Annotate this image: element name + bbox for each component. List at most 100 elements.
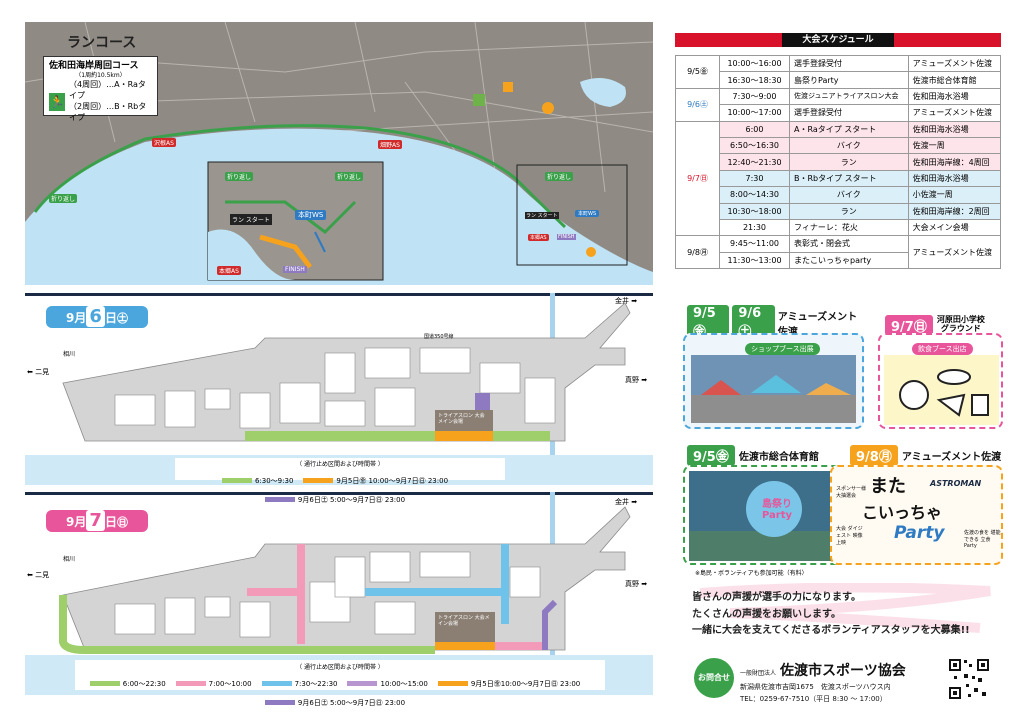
time-cell: 6:50～16:30: [719, 136, 790, 155]
legend-item: 9月5日㊎ 10:00～9月7日㊐ 23:00: [303, 476, 448, 486]
legend-items-day6: 6:30～9:30 9月5日㊎ 10:00～9月7日㊐ 23:00 9月6日㊏ 5:…: [185, 468, 495, 506]
place-cell: 佐和田海水浴場: [907, 87, 1002, 106]
contact-badge: お問合せ: [694, 658, 734, 698]
event4-place: アミューズメント佐渡: [901, 451, 1002, 463]
legend-swatch: [437, 681, 468, 686]
legend-label: 7:30～22:30: [294, 679, 338, 688]
qr-code-icon[interactable]: [948, 658, 990, 700]
run-map-title: ランコース: [67, 35, 137, 51]
runner-icon: 🏃: [49, 92, 66, 111]
legend-swatch: [89, 681, 120, 686]
course-a: （4周回）…A・Raタイプ: [69, 80, 146, 101]
time-cell: 21:30: [719, 218, 790, 237]
venue-label-day7: トライアスロン 大会メイン会場: [438, 615, 490, 627]
event-cell: A・Raタイプ スタート: [789, 120, 909, 138]
divider: [25, 293, 653, 296]
aikawa-label-day6: 相川: [63, 351, 76, 358]
event2-header: 9/7㊐ 河原田小学校 グラウンド: [885, 314, 1005, 336]
legend-items-day7: 6:00～22:30 7:00～10:00 7:30～22:30 10:00～15:0…: [80, 671, 600, 709]
event2-place-a: 河原田小学校: [936, 315, 985, 325]
event4-sub2: 大会 ダイジェスト 映像上映: [836, 526, 863, 546]
org-prefix: 一般財団法人: [740, 670, 777, 677]
place-cell: アミューズメント佐渡: [907, 54, 1002, 73]
event-cell: フィナーレ：花火: [789, 218, 909, 237]
event4-title-3: Party: [894, 523, 945, 543]
mano-label-day7: 真野 ➡: [625, 580, 648, 588]
date-cell: 9/6㊏: [675, 87, 720, 122]
run-start-label: ラン スタート: [230, 214, 272, 225]
legend-swatch: [221, 478, 252, 483]
date-cell: 9/5㊎: [675, 55, 720, 89]
kanai-label-day7: 金井 ➡: [615, 498, 638, 506]
event3-logo: 島祭り Party: [761, 499, 793, 521]
event-cell: ラン: [789, 202, 909, 220]
food-illustration: [884, 355, 999, 425]
legend-item: 9月6日㊏ 5:00～9月7日㊐ 23:00: [264, 495, 406, 505]
legend-item: 9月6日㊏ 5:00～9月7日㊐ 23:00: [264, 698, 406, 708]
futami-label-day6: ⬅ 二見: [27, 368, 50, 376]
divider: [25, 492, 653, 495]
message-line-1: 皆さんの声援が選手の力になります。: [692, 592, 861, 603]
venue-label-day6: トライアスロン 大会メイン会場: [438, 413, 485, 425]
legend-title-day7: （ 通行止め区間および時間帯 ）: [296, 664, 384, 671]
honcho-ws-label-small: 本町WS: [575, 210, 600, 217]
legend-item: 7:00～10:00: [175, 679, 252, 689]
message-line-2: たくさんの声援をお願いします。: [692, 608, 841, 620]
time-cell: 16:30～18:30: [719, 71, 790, 89]
sawane-as-label: 沢根AS: [152, 138, 176, 147]
hatano-as-label: 畑野AS: [378, 140, 402, 149]
legend-label: 6:00～22:30: [122, 679, 166, 688]
contact-info: 一般財団法人 佐渡市スポーツ協会 新潟県佐渡市吉岡1675 佐渡スポーツハウス内…: [740, 660, 940, 704]
event-cell: 選手登録受付: [789, 104, 909, 122]
legend-swatch: [261, 681, 292, 686]
event2-box: 飲食ブース出店: [878, 333, 1003, 429]
legend-item: 7:30～22:30: [261, 679, 338, 689]
course-title: 佐和田海岸周回コース: [49, 61, 139, 71]
road-map-day7-drawing: [25, 492, 653, 695]
event2-place-b: グラウンド: [940, 324, 981, 333]
event4-header: 9/8㊊ アミューズメント佐渡: [850, 444, 1010, 466]
finish-label-small: FINISH: [557, 234, 576, 240]
event4-tag: 9/8㊊: [850, 444, 898, 466]
place-cell: 小佐渡一周: [907, 186, 1002, 204]
place-cell: 佐和田海水浴場: [907, 169, 1002, 188]
event4-box: また こいっちゃ Party ASTROMAN スポンサー様 大抽選会 大会 ダ…: [830, 465, 1003, 565]
legend-label: 10:00～15:00: [380, 679, 428, 688]
date-cell: 9/7㊐: [675, 120, 720, 237]
event1-place: アミューズメント佐渡: [777, 312, 858, 338]
time-cell: 10:30～18:00: [719, 202, 790, 220]
legend-label: 6:30～9:30: [254, 476, 294, 485]
place-cell: アミューズメント佐渡: [907, 104, 1002, 122]
event-cell: 表彰式・閉会式: [789, 235, 909, 253]
event-cell: B・Rbタイプ スタート: [789, 169, 909, 188]
legend-label: 9月6日㊏ 5:00～9月7日㊐ 23:00: [297, 698, 406, 707]
event4-sub1: スポンサー様 大抽選会: [836, 486, 867, 499]
legend-label: 9月5日㊎ 10:00～9月7日㊐ 23:00: [336, 476, 449, 485]
event-cell: バイク: [789, 186, 909, 204]
time-cell: 10:00～17:00: [719, 104, 790, 122]
message-line-3: 一緒に大会を支えてくださるボランティアスタッフを大募集!!: [692, 625, 970, 636]
time-cell: 7:30～9:00: [719, 87, 790, 106]
event3-place: 佐渡市総合体育館: [738, 451, 819, 463]
event4-sub3: 佐渡の食を 堪能できる 立食Party: [964, 530, 1001, 549]
date-cell: 9/8㊊: [675, 235, 720, 270]
time-cell: 6:00: [719, 120, 790, 138]
contact-address: 新潟県佐渡市吉岡1675 佐渡スポーツハウス内: [740, 683, 891, 691]
legend-swatch: [264, 700, 295, 705]
schedule-header: 大会スケジュール: [675, 33, 1001, 47]
legend-label: 9月6日㊏ 5:00～9月7日㊐ 23:00: [297, 495, 406, 504]
event3-note: ※島民・ボランティアも参加可能（有料）: [695, 570, 808, 577]
place-cell: 佐和田海水浴場: [907, 120, 1002, 138]
event1-header: 9/5㊎ 9/6㊏ アミューズメント佐渡: [687, 305, 862, 341]
